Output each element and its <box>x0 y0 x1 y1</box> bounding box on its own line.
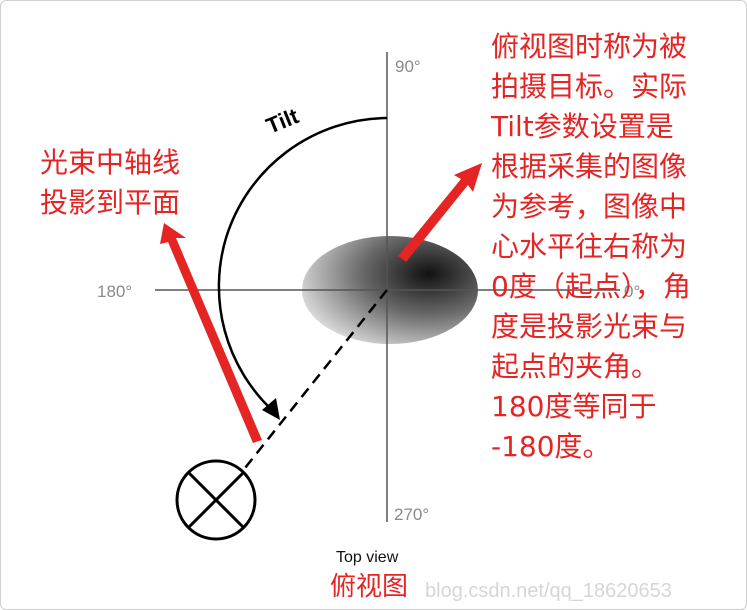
beam-axis-annotation: 光束中轴线 投影到平面 <box>40 146 181 219</box>
tilt-label: Tilt <box>263 103 303 139</box>
label-0-deg: 0° <box>624 282 640 301</box>
watermark: blog.csdn.net/qq_18620653 <box>425 580 672 602</box>
right-pointer-arrow <box>398 163 482 262</box>
beam-projection-line <box>236 289 388 479</box>
label-270-deg: 270° <box>394 505 429 524</box>
label-90-deg: 90° <box>395 57 421 76</box>
top-view-caption: 俯视图 <box>330 572 409 602</box>
label-180-deg: 180° <box>97 282 132 301</box>
tilt-explanation-annotation: 俯视图时称为被 拍摄目标。实际 Tilt参数设置是 根据采集的图像 为参考，图像… <box>491 30 691 463</box>
tilt-arrowhead <box>262 398 280 420</box>
tilt-arc <box>217 116 388 411</box>
left-pointer-arrow <box>160 223 262 443</box>
top-view-label: Top view <box>336 549 399 566</box>
light-source-icon <box>175 459 257 541</box>
